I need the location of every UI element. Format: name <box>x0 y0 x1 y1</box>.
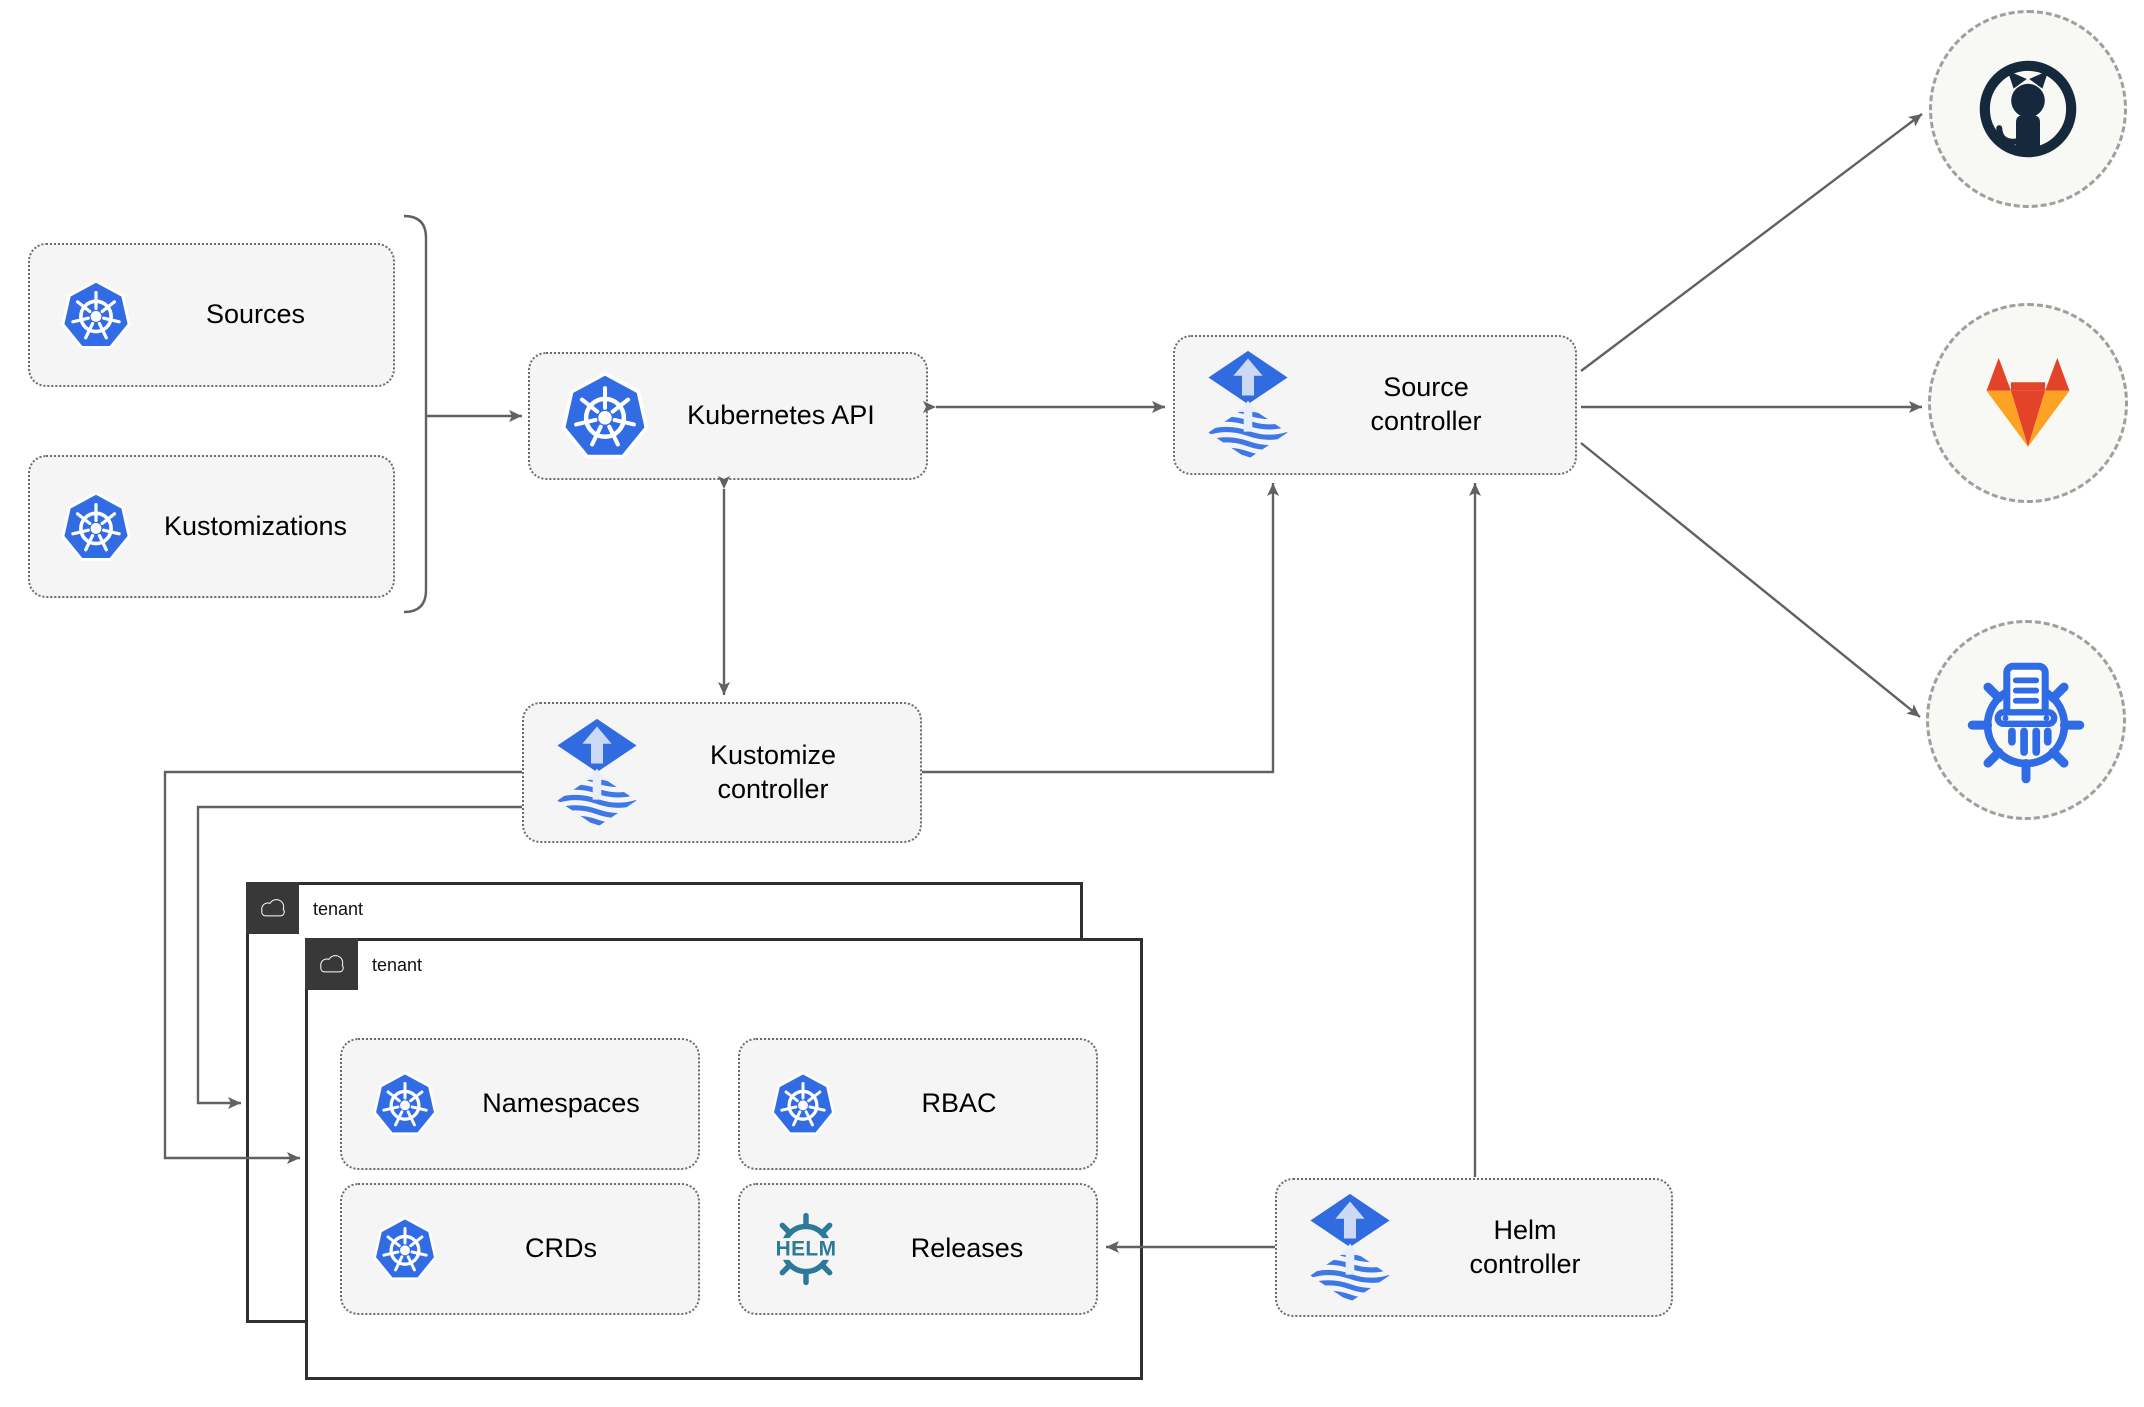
arrow-source-to-kustomize-repo <box>1580 442 1921 718</box>
tenant-inner-tab <box>305 938 358 990</box>
kubernetes-icon <box>372 1071 438 1137</box>
kustomize-icon <box>1962 656 2090 784</box>
kubernetes-icon <box>60 279 132 351</box>
node-kustomize-controller: Kustomize controller <box>522 702 922 843</box>
node-rbac: RBAC <box>738 1038 1098 1170</box>
github-node <box>1929 10 2127 208</box>
node-label-namespaces: Namespaces <box>482 1088 640 1119</box>
arrow-source-to-github <box>1580 113 1923 372</box>
node-label-sources: Sources <box>205 299 306 330</box>
node-label-crds: CRDs <box>525 1233 597 1264</box>
node-label-kubernetes-api: Kubernetes API <box>687 400 875 431</box>
node-crds: CRDs <box>340 1183 700 1315</box>
node-helm-controller: Helm controller <box>1275 1178 1673 1317</box>
node-kubernetes-api: Kubernetes API <box>528 352 928 480</box>
flux-icon <box>554 717 640 829</box>
kubernetes-icon <box>60 491 132 563</box>
node-releases: HELM Releases <box>738 1183 1098 1315</box>
flux-icon <box>1205 349 1291 461</box>
gitlab-node <box>1928 303 2128 503</box>
kubernetes-icon <box>770 1071 836 1137</box>
node-label-kustomizations: Kustomizations <box>163 510 348 541</box>
node-kustomizations: Kustomizations <box>28 455 395 598</box>
github-icon <box>1968 49 2088 169</box>
tenant-outer-tab <box>246 882 299 934</box>
node-label-helm-controller: Helm controller <box>1469 1214 1581 1279</box>
cloud-icon <box>315 952 349 976</box>
kubernetes-icon <box>372 1216 438 1282</box>
kustomize-repo-node <box>1926 620 2126 820</box>
bracket-connector <box>403 214 428 614</box>
node-namespaces: Namespaces <box>340 1038 700 1170</box>
gitlab-icon <box>1967 342 2089 464</box>
node-label-rbac: RBAC <box>921 1088 997 1119</box>
flux-icon <box>1307 1192 1393 1304</box>
node-sources: Sources <box>28 243 395 387</box>
tenant-outer-label: tenant <box>313 899 364 919</box>
node-source-controller: Source controller <box>1173 335 1577 475</box>
arrow-kustomize-to-source-controller <box>922 483 1279 774</box>
node-label-source-controller: Source controller <box>1370 372 1482 436</box>
kubernetes-icon <box>560 371 650 461</box>
cloud-icon <box>256 896 290 920</box>
node-label-kustomize-controller: Kustomize controller <box>709 739 837 804</box>
helm-icon: HELM <box>760 1199 852 1299</box>
helm-wheel-text: HELM <box>776 1238 837 1261</box>
node-label-releases: Releases <box>910 1233 1024 1264</box>
tenant-inner-label: tenant <box>372 955 423 975</box>
